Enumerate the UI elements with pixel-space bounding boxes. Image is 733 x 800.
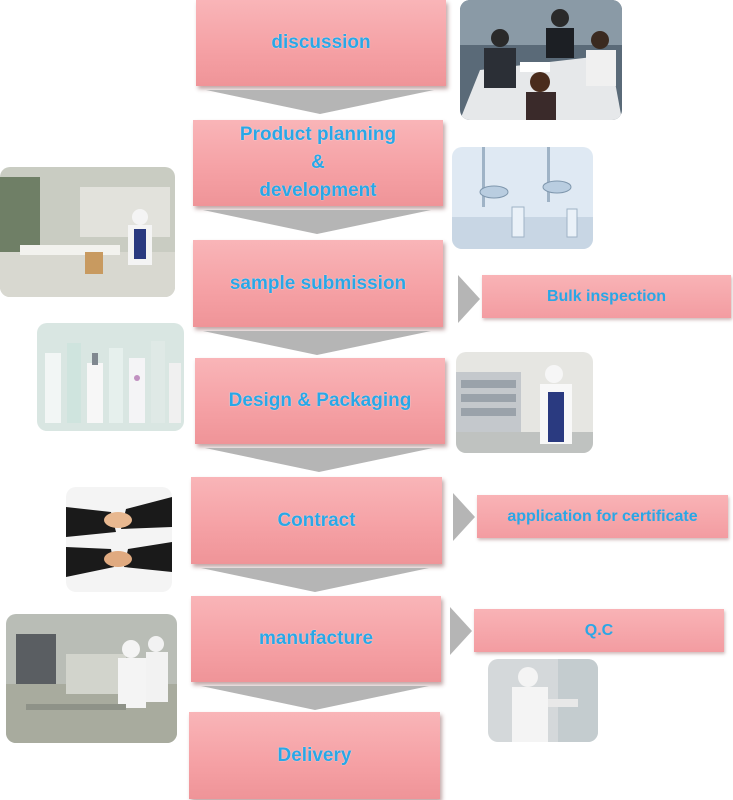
right-arrow-bulk bbox=[458, 275, 480, 323]
step-sample-submission: sample submission bbox=[193, 240, 443, 327]
step-manufacture: manufacture bbox=[191, 596, 441, 682]
cosmetic-bottles-photo bbox=[37, 323, 184, 431]
qc-photo bbox=[488, 659, 598, 742]
down-arrow-5 bbox=[201, 568, 429, 592]
side-qc: Q.C bbox=[474, 609, 724, 652]
lab-glassware-photo bbox=[452, 147, 593, 249]
step-discussion: discussion bbox=[196, 0, 446, 86]
handshake-photo bbox=[66, 487, 172, 592]
lab-technician-photo bbox=[456, 352, 593, 453]
manufacturing-photo bbox=[6, 614, 177, 743]
side-bulk-inspection: Bulk inspection bbox=[482, 275, 731, 318]
down-arrow-2 bbox=[203, 210, 431, 234]
meeting-photo bbox=[460, 0, 622, 120]
down-arrow-6 bbox=[201, 686, 429, 710]
step-delivery: Delivery bbox=[189, 712, 440, 799]
down-arrow-1 bbox=[206, 90, 434, 114]
step-product-planning: Product planning & development bbox=[193, 120, 443, 206]
right-arrow-certificate bbox=[453, 493, 475, 541]
step-contract: Contract bbox=[191, 477, 442, 564]
down-arrow-4 bbox=[205, 448, 433, 472]
side-application-certificate: application for certificate bbox=[477, 495, 728, 538]
down-arrow-3 bbox=[203, 331, 431, 355]
right-arrow-qc bbox=[450, 607, 472, 655]
laboratory-photo bbox=[0, 167, 175, 297]
step-design-packaging: Design & Packaging bbox=[195, 358, 445, 444]
